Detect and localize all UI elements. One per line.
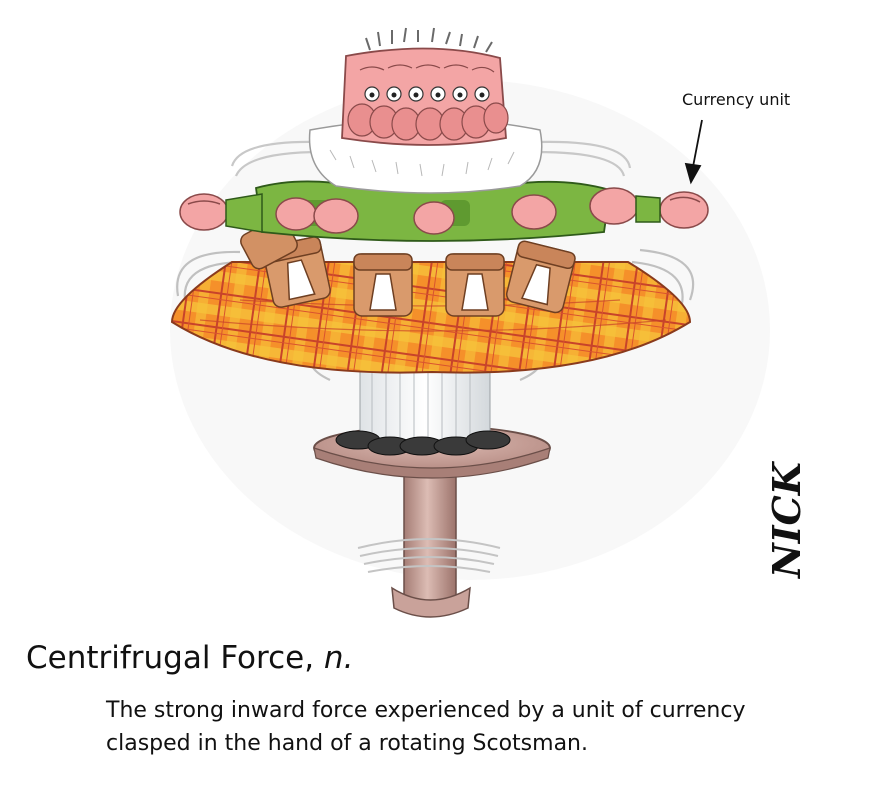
fist-5	[511, 194, 557, 230]
spinning-heads	[341, 27, 509, 146]
definition-text: The strong inward force experienced by a…	[106, 694, 846, 760]
beard-motion-lines	[230, 140, 632, 177]
fist-4	[413, 201, 455, 235]
cartoon-illustration: NICK	[170, 27, 809, 618]
fist-1	[179, 193, 229, 231]
term-text: Centrifrugal Force,	[26, 640, 315, 676]
definition-line-2: clasped in the hand of a rotating Scotsm…	[106, 731, 588, 756]
hair	[365, 27, 493, 53]
definition-line-1: The strong inward force experienced by a…	[106, 698, 746, 723]
fist-3	[313, 198, 359, 234]
fist-2	[275, 197, 317, 231]
fist-7	[659, 191, 709, 229]
fists	[179, 187, 709, 235]
fist-6	[589, 187, 639, 225]
definition-term: Centrifrugal Force, n.	[26, 640, 353, 676]
shoes	[335, 430, 511, 456]
legs	[359, 364, 491, 441]
sleeves	[225, 193, 661, 233]
currency-unit-label: Currency unit	[682, 90, 791, 109]
part-of-speech: n.	[323, 640, 354, 676]
tartan-kilt	[170, 261, 692, 374]
callout-arrow	[684, 119, 703, 185]
signature-nick: NICK	[764, 460, 809, 579]
stool-motion-lines	[357, 538, 501, 573]
signature-text: NICK	[764, 460, 809, 579]
